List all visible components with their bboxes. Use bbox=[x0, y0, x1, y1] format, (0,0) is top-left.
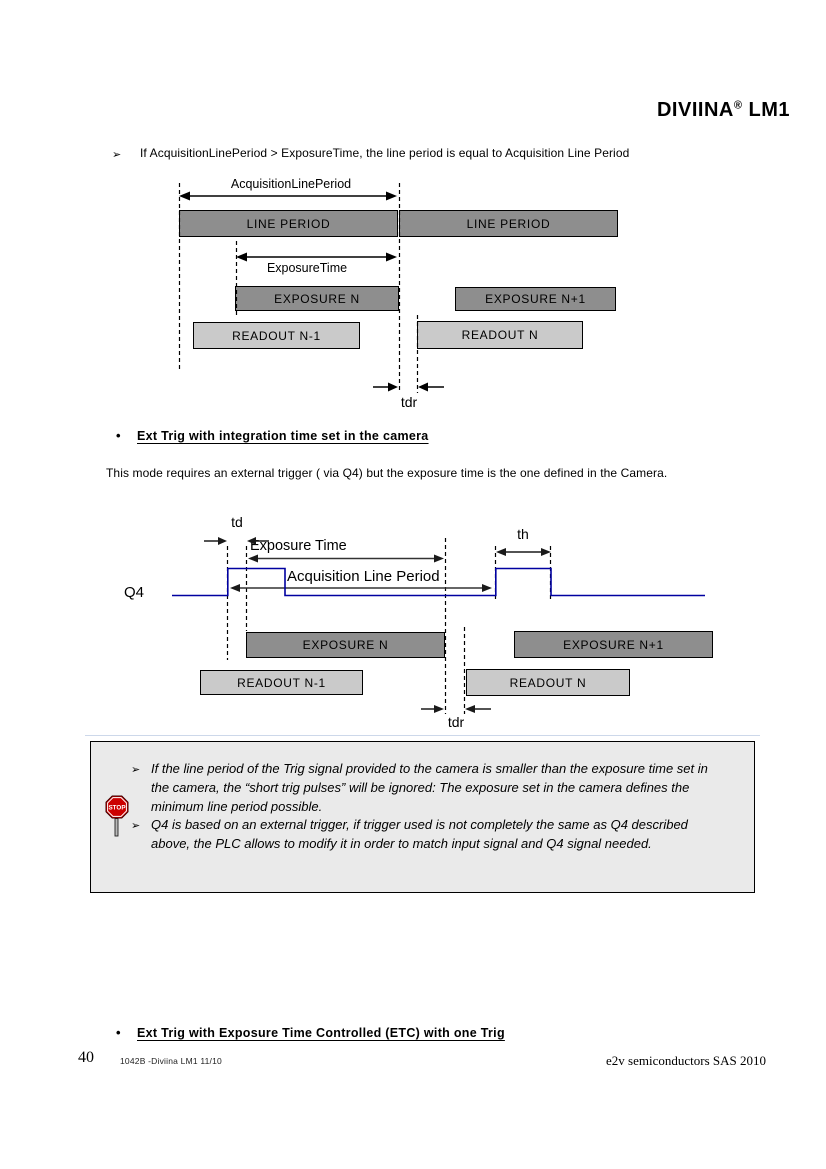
section1-heading: Ext Trig with integration time set in th… bbox=[137, 429, 429, 443]
tdr-label: tdr bbox=[400, 394, 418, 410]
title-model: LM1 bbox=[748, 99, 790, 121]
readout-n-label: READOUT N bbox=[461, 328, 539, 342]
section2-heading: Ext Trig with Exposure Time Controlled (… bbox=[137, 1026, 505, 1040]
exposure-time-label: ExposureTime bbox=[266, 261, 348, 275]
exposure-time-label-2: Exposure Time bbox=[250, 538, 347, 554]
section1-bullet: • bbox=[116, 428, 121, 443]
note-bullet-icon: ➢ bbox=[131, 764, 141, 776]
note-item-text: If the line period of the Trig signal pr… bbox=[151, 761, 708, 814]
stop-icon-text: STOP bbox=[108, 804, 125, 811]
td-label: td bbox=[231, 514, 243, 530]
note-list: ➢ If the line period of the Trig signal … bbox=[131, 760, 711, 854]
warning-note-box: STOP ➢ If the line period of the Trig si… bbox=[90, 741, 755, 893]
footer-copyright: e2v semiconductors SAS 2010 bbox=[606, 1053, 766, 1068]
tdr-label-2: tdr bbox=[447, 714, 465, 730]
section1-body: This mode requires an external trigger (… bbox=[106, 466, 668, 480]
page-title: DIVIINA® LM1 bbox=[657, 99, 790, 122]
readout-n-minus-1-label: READOUT N-1 bbox=[232, 328, 321, 343]
page-number: 40 bbox=[78, 1049, 94, 1066]
line-period-box-left: LINE PERIOD bbox=[179, 210, 398, 237]
readout-n-minus-1-box-2: READOUT N-1 bbox=[200, 670, 363, 695]
readout-n-minus-1-label-2: READOUT N-1 bbox=[237, 675, 326, 690]
acquisition-line-period-label-2: Acquisition Line Period bbox=[287, 568, 440, 585]
q4-signal-label: Q4 bbox=[124, 584, 145, 601]
title-brand: DIVIINA bbox=[656, 99, 734, 121]
exposure-n-plus-1-box-2: EXPOSURE N+1 bbox=[514, 631, 713, 658]
note-item-text: Q4 is based on an external trigger, if t… bbox=[151, 817, 688, 852]
footer-doc-ref: 1042B -Diviina LM1 11/10 bbox=[120, 1056, 222, 1066]
acquisition-line-period-label: AcquisitionLinePeriod bbox=[230, 177, 352, 191]
note-item: ➢ If the line period of the Trig signal … bbox=[131, 760, 711, 816]
section2-bullet: • bbox=[116, 1025, 121, 1040]
note-item: ➢ Q4 is based on an external trigger, if… bbox=[131, 816, 711, 854]
line-period-left-label: LINE PERIOD bbox=[246, 216, 331, 231]
intro-bullet-text: If AcquisitionLinePeriod > ExposureTime,… bbox=[140, 146, 630, 160]
exposure-n-plus-1-label: EXPOSURE N+1 bbox=[485, 292, 586, 306]
stop-icon: STOP bbox=[105, 795, 129, 837]
exposure-n-label-2: EXPOSURE N bbox=[302, 638, 389, 652]
intro-bullet-icon: ➢ bbox=[112, 149, 122, 161]
figure-edge-line bbox=[85, 735, 760, 736]
readout-n-box: READOUT N bbox=[417, 321, 583, 349]
note-bullet-icon: ➢ bbox=[131, 820, 141, 833]
readout-n-label-2: READOUT N bbox=[509, 675, 587, 690]
exposure-n-plus-1-box: EXPOSURE N+1 bbox=[455, 287, 616, 311]
readout-n-box-2: READOUT N bbox=[466, 669, 630, 696]
exposure-n-box: EXPOSURE N bbox=[235, 286, 399, 311]
exposure-n-label: EXPOSURE N bbox=[274, 291, 360, 306]
line-period-right-label: LINE PERIOD bbox=[466, 216, 551, 231]
th-label: th bbox=[517, 526, 529, 542]
exposure-n-plus-1-label-2: EXPOSURE N+1 bbox=[563, 637, 664, 652]
registered-mark: ® bbox=[733, 99, 743, 112]
exposure-n-box-2: EXPOSURE N bbox=[246, 632, 445, 658]
readout-n-minus-1-box: READOUT N-1 bbox=[193, 322, 360, 349]
line-period-box-right: LINE PERIOD bbox=[399, 210, 618, 237]
